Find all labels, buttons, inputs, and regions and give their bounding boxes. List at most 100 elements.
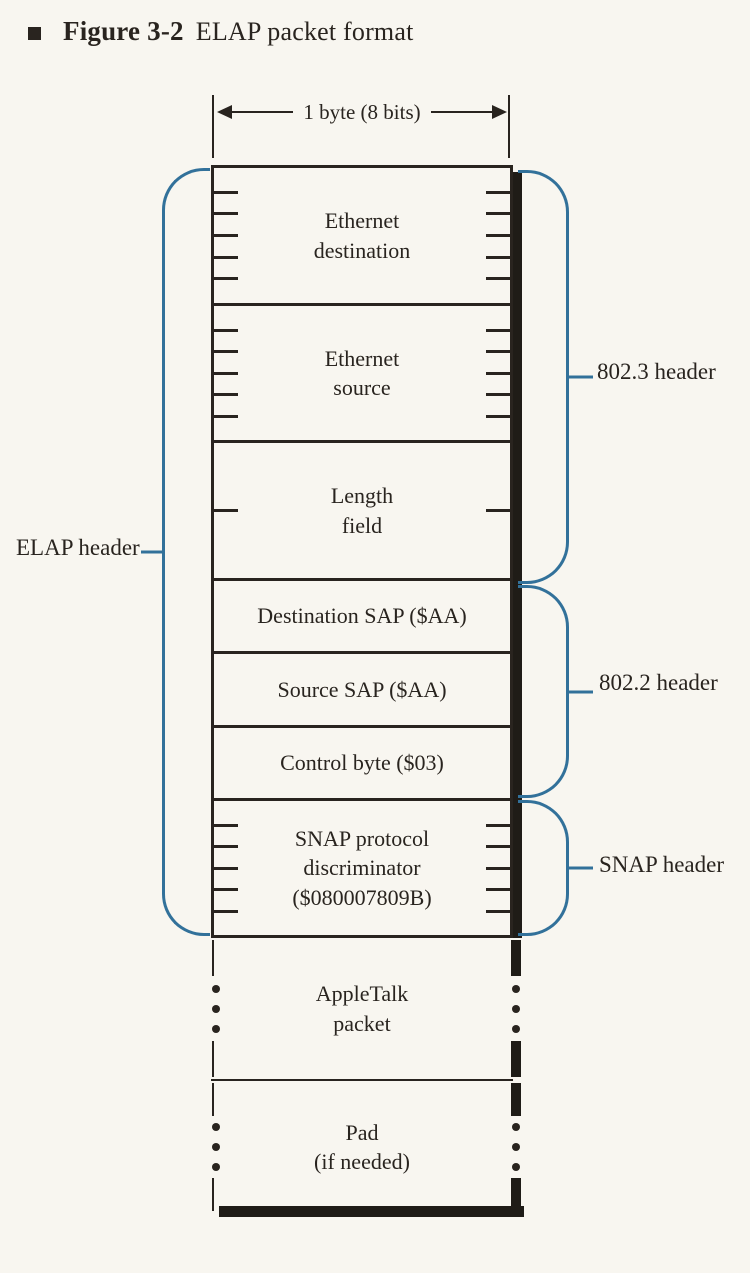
dot (211, 984, 220, 993)
figure-number: Figure 3-2 (63, 16, 184, 46)
byte-tick-marks (214, 447, 238, 574)
field-label: Ethernet destination (314, 206, 411, 264)
brace-label-tick (566, 866, 593, 870)
side-line-segment (511, 1083, 521, 1117)
byte-tick-marks (486, 447, 510, 574)
tick (486, 866, 510, 870)
field-ethernet-source: Ethernet source (211, 306, 513, 443)
8022-header-brace (518, 585, 593, 798)
byte-tick-marks (486, 172, 510, 299)
side-line-segment (511, 1041, 521, 1077)
field-label-line: Destination SAP ($AA) (257, 603, 467, 629)
tick (214, 845, 238, 848)
tick (486, 233, 510, 237)
side-line-segment (511, 940, 521, 976)
tick (486, 414, 510, 418)
ruler-shaft (430, 111, 493, 113)
ruler-guide-right (508, 95, 510, 158)
tick (214, 909, 238, 913)
field-label: Pad (if needed) (314, 1118, 410, 1176)
dot (512, 1123, 520, 1131)
tick (214, 393, 238, 396)
tick (214, 233, 238, 237)
tick (214, 823, 238, 827)
dot (512, 984, 520, 993)
dot (512, 1143, 520, 1151)
arrowhead-left-icon (217, 105, 232, 119)
brace-label-tick (566, 375, 593, 379)
side-line-segment (511, 1177, 521, 1211)
brace-label-tick (566, 690, 593, 693)
ellipsis-dots (211, 1123, 220, 1171)
tick (214, 190, 238, 194)
field-label-line: field (341, 512, 383, 538)
byte-tick-marks (486, 805, 510, 931)
dot (512, 1163, 520, 1171)
elap-packet-diagram: Ethernet destination Ethernet source Len… (211, 165, 521, 1213)
arrowhead-right-icon (492, 105, 508, 119)
dot (211, 1024, 220, 1033)
tick (486, 888, 510, 891)
tick (214, 212, 238, 216)
field-label: Length field (331, 481, 393, 539)
side-line-segment (212, 1083, 214, 1117)
field-label-line: (if needed) (314, 1149, 410, 1174)
tick (214, 350, 238, 353)
8022-header-label: 802.2 header (599, 670, 718, 695)
snap-header-label: SNAP header (599, 852, 724, 877)
elided-side-right (511, 938, 521, 1079)
elided-side-left (211, 938, 220, 1079)
field-label: AppleTalk packet (316, 979, 409, 1037)
ruler-label: 1 byte (8 bits) (303, 99, 421, 124)
side-line-segment (212, 1041, 214, 1077)
tick (486, 350, 510, 353)
tick (486, 255, 510, 259)
field-label-line: packet (333, 1010, 391, 1036)
field-label-line: Control byte ($03) (280, 750, 444, 776)
elap-header-label: ELAP header (16, 535, 140, 560)
field-ethernet-destination: Ethernet destination (211, 168, 513, 306)
tick (214, 328, 238, 332)
dot (211, 1004, 220, 1013)
tick (486, 328, 510, 332)
field-pad: Pad (if needed) (211, 1081, 521, 1213)
field-label: Destination SAP ($AA) (257, 601, 466, 630)
tick (486, 212, 510, 216)
tick (486, 823, 510, 827)
elided-side-left (211, 1081, 220, 1213)
field-label: Ethernet source (325, 344, 400, 402)
tick (486, 509, 510, 512)
tick (486, 909, 510, 913)
ruler-guide-left (212, 95, 214, 158)
field-snap-discriminator: SNAP protocol discriminator ($080007809B… (211, 801, 513, 938)
8023-header-brace (518, 170, 593, 584)
tick (486, 190, 510, 194)
dot (512, 1024, 520, 1033)
tick (214, 414, 238, 418)
field-appletalk-packet: AppleTalk packet (211, 938, 521, 1081)
field-label-line: Pad (345, 1119, 379, 1145)
dot (211, 1143, 220, 1151)
field-label-line: discriminator (303, 855, 421, 881)
field-control-byte: Control byte ($03) (211, 728, 513, 801)
ellipsis-dots (512, 1123, 520, 1171)
packet-shadow-right (511, 172, 522, 938)
field-label-line: Source SAP ($AA) (277, 676, 447, 702)
dot (211, 1123, 220, 1131)
tick (486, 371, 510, 375)
tick (214, 255, 238, 259)
byte-width-ruler: 1 byte (8 bits) (217, 99, 508, 124)
tick (214, 509, 238, 512)
tick (214, 277, 238, 281)
tick (486, 393, 510, 396)
tick (214, 866, 238, 870)
square-bullet-icon (28, 27, 41, 40)
field-label-line: ($080007809B) (292, 884, 432, 910)
field-label-line: Ethernet (324, 345, 400, 371)
field-label-line: destination (313, 237, 411, 263)
byte-tick-marks (214, 805, 238, 931)
field-label-line: source (333, 375, 391, 400)
field-label-line: Length (330, 483, 394, 509)
